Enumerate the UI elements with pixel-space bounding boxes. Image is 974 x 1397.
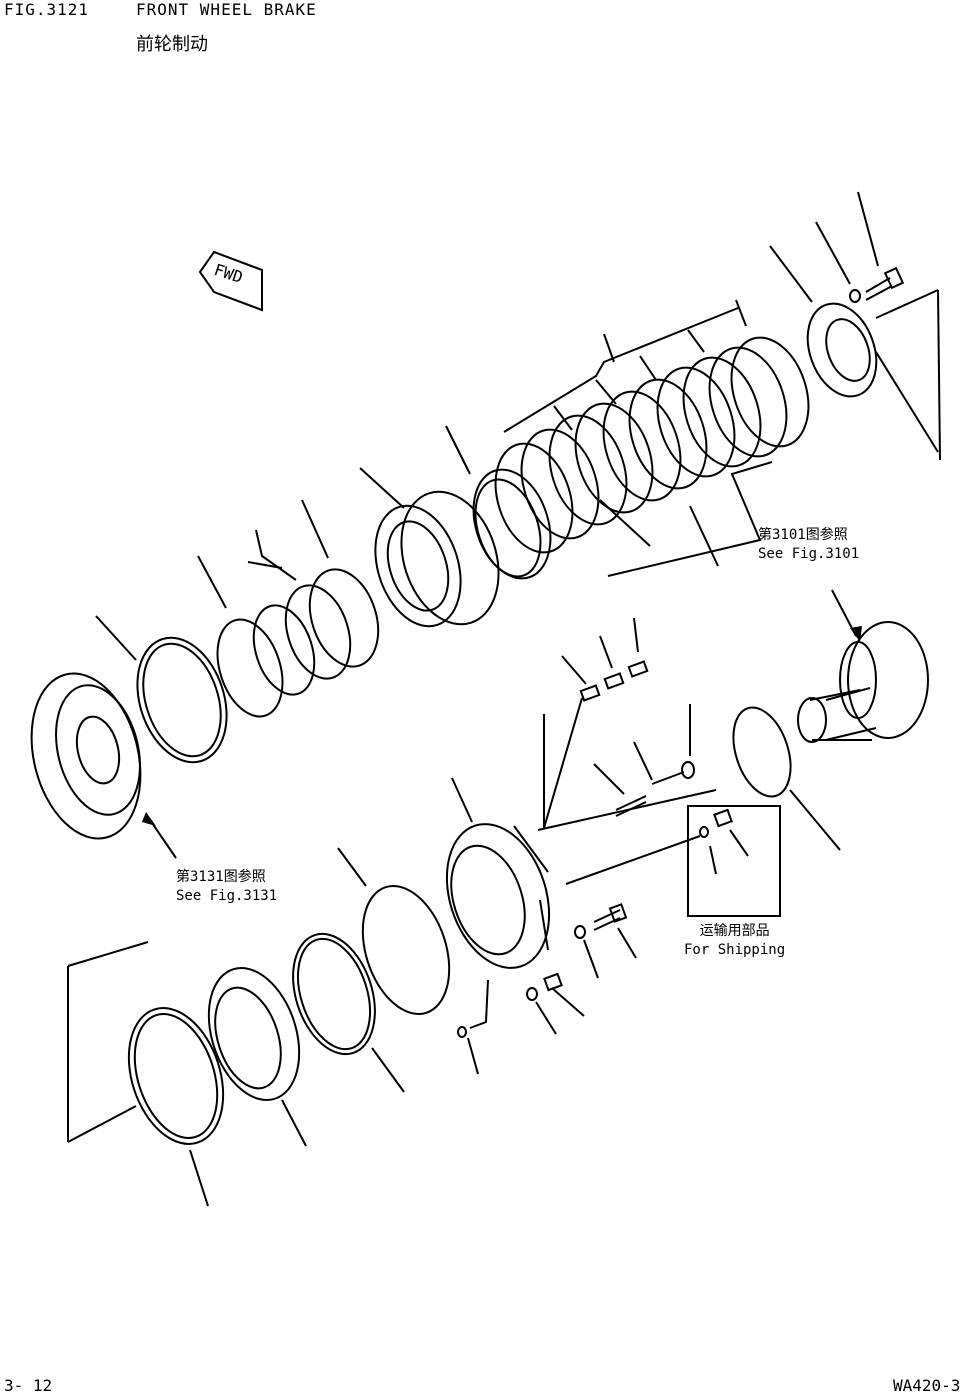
ref-note-3131-en: See Fig.3131: [176, 888, 278, 904]
page-number: 3- 12: [4, 1376, 53, 1395]
damper-plate: [474, 478, 542, 578]
lower-brake-housing: [445, 823, 551, 969]
brake-disc-stack: [472, 336, 810, 580]
fittings: [457, 660, 733, 1038]
seal-ring-inner: [142, 642, 222, 758]
lower-o-ring-3: [297, 937, 371, 1051]
ref-note-3131: 第3131图参照 See Fig.3131: [176, 868, 277, 906]
o-ring-4: [216, 618, 284, 718]
ref-note-3101-en: See Fig.3101: [758, 546, 860, 562]
piston-housing: [374, 490, 500, 628]
ref-note-3131-cn: 第3131图参照: [176, 869, 266, 885]
wheel-hub: [797, 621, 929, 743]
seal-ring: [136, 636, 228, 764]
ref-arrowhead-3131: [142, 812, 156, 826]
ref-arrowhead-3101: [850, 626, 862, 642]
bearing-ring: [806, 302, 878, 398]
lower-seal-ring: [127, 1007, 225, 1145]
shipping-note-en: For Shipping: [684, 942, 786, 958]
figure-title: FRONT WHEEL BRAKE: [136, 0, 317, 19]
ref-note-3101-cn: 第3101图参照: [758, 527, 848, 543]
o-ring-2: [284, 584, 352, 680]
lower-o-ring-1: [361, 885, 451, 1015]
o-ring-3: [252, 604, 316, 696]
shipping-note: 运输用部品 For Shipping: [684, 922, 785, 960]
figure-number: FIG.3121: [4, 0, 90, 19]
top-washer: [849, 289, 861, 303]
top-bolt: [865, 266, 905, 301]
figure-title-cn: 前轮制动: [136, 34, 208, 55]
leader-lines: [67, 191, 941, 1207]
lower-retainer: [207, 967, 301, 1101]
ref-arrow-3131: [149, 819, 177, 859]
shipping-note-cn: 运输用部品: [699, 923, 770, 939]
left-carrier-disc: [30, 672, 142, 840]
lower-o-ring-2: [292, 932, 376, 1056]
lower-seal-ring-inner: [133, 1013, 219, 1139]
hub-o-ring: [732, 706, 792, 798]
fwd-arrow-icon: [198, 250, 263, 312]
ref-note-3101: 第3101图参照 See Fig.3101: [758, 526, 859, 564]
model-number: WA420-3: [893, 1376, 961, 1395]
o-ring-1: [308, 568, 380, 668]
